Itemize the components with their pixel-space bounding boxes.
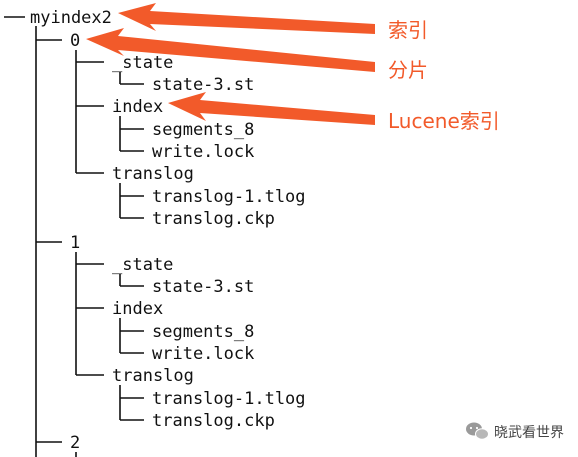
file-label: translog-1.tlog [152, 187, 306, 207]
index-annotation: 索引 [388, 18, 428, 42]
shard-0-label: 0 [70, 31, 80, 51]
folder-label: translog [112, 366, 194, 386]
lucene-arrow [168, 92, 375, 125]
shard-0-contents: _state state-3.st index segments_8 write… [112, 53, 306, 229]
folder-label: _state [112, 255, 173, 275]
shard-arrow [86, 28, 375, 72]
watermark-text: 晓武看世界 [494, 425, 564, 441]
file-label: translog.ckp [152, 209, 275, 229]
file-label: state-3.st [152, 75, 254, 95]
file-label: segments_8 [152, 322, 254, 342]
shard-1-label: 1 [70, 233, 80, 253]
folder-label: index [112, 97, 163, 117]
file-label: state-3.st [152, 277, 254, 297]
shard-2-label: 2 [70, 433, 80, 453]
file-label: write.lock [152, 142, 254, 162]
tree-root-label: myindex2 [30, 8, 112, 28]
watermark: 晓武看世界 [466, 422, 564, 441]
wechat-icon [466, 422, 489, 440]
shard-annotation: 分片 [388, 58, 428, 82]
file-label: segments_8 [152, 120, 254, 140]
tree-connectors [4, 16, 144, 457]
index-arrow [118, 3, 375, 34]
shard-1-contents: _state state-3.st index segments_8 write… [112, 255, 306, 431]
file-label: translog-1.tlog [152, 389, 306, 409]
file-label: translog.ckp [152, 411, 275, 431]
lucene-annotation: Lucene索引 [388, 109, 500, 133]
file-label: write.lock [152, 344, 254, 364]
folder-label: index [112, 299, 163, 319]
folder-label: _state [112, 53, 173, 73]
folder-label: translog [112, 164, 194, 184]
